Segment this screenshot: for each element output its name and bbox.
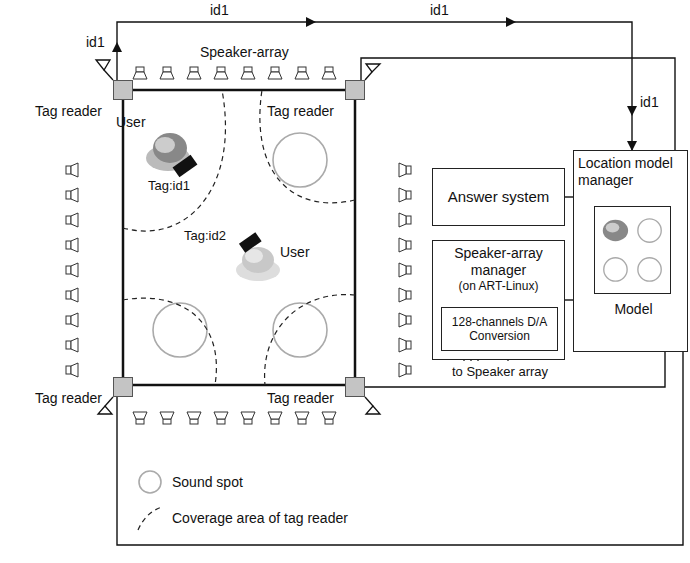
node-subtitle: (on ART-Linux)	[437, 279, 560, 294]
legend-text: Sound spot	[172, 474, 243, 490]
signal-label: id1	[430, 2, 449, 18]
connector	[361, 58, 675, 150]
connector	[117, 352, 683, 545]
part-label: to Speaker array	[452, 364, 548, 380]
coverage-areas	[123, 90, 355, 385]
model-illustration	[595, 207, 670, 293]
node-heading: Tag reader	[267, 390, 334, 406]
antenna	[96, 60, 380, 414]
node-heading: Tag reader	[35, 390, 102, 406]
part-label: User	[280, 244, 310, 260]
node-title: Location model manager	[578, 155, 683, 189]
node-heading: Model	[614, 301, 652, 317]
connector	[565, 196, 573, 197]
node-title: 128-channels D/A Conversion	[446, 315, 553, 343]
user-figure	[236, 232, 280, 281]
manager-box: Speaker-array manager(on ART-Linux) 128-c…	[432, 240, 565, 360]
tag-reader: Tag reader	[345, 80, 365, 100]
legend-text: Coverage area of tag reader	[172, 510, 348, 526]
node-heading: Tag reader	[35, 103, 102, 119]
tag-reader: Tag reader	[113, 80, 133, 100]
sound-spots	[153, 133, 327, 357]
tag-label: Tag:id2	[184, 228, 226, 244]
tag-label: Tag:id1	[148, 178, 190, 194]
tag-reader: Tag reader	[345, 377, 365, 397]
converter-box: 128-channels D/A Conversion	[441, 307, 558, 351]
speaker-array	[66, 67, 411, 424]
connector	[117, 22, 632, 150]
legend-sample	[139, 471, 161, 493]
manager-box: Location model managerModel	[573, 150, 688, 352]
process-box: Answer system	[432, 168, 565, 226]
signal-label: id1	[86, 34, 105, 50]
tag-reader: Tag reader	[113, 377, 133, 397]
legend-sample	[138, 507, 162, 530]
connector	[565, 299, 573, 300]
model-box: Model	[594, 206, 671, 294]
part-label: User	[116, 114, 146, 130]
node-title: Speaker-array manager	[437, 245, 560, 279]
node-title: Answer system	[448, 188, 550, 206]
node-heading: Tag reader	[267, 103, 334, 119]
signal-label: id1	[640, 94, 659, 110]
part-label: Speaker-array	[200, 44, 289, 60]
user-figure	[146, 133, 197, 177]
signal-label: id1	[210, 2, 229, 18]
flow-arrow	[112, 17, 637, 116]
room-outline	[123, 90, 355, 385]
